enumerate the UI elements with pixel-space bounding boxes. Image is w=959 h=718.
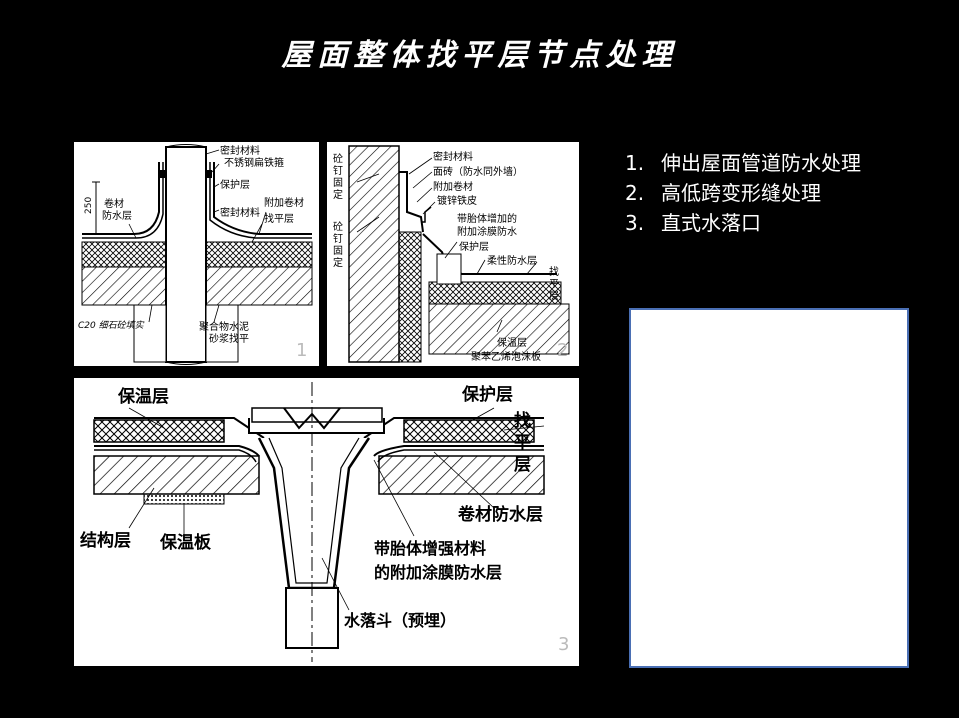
label-level: 找平层 — [264, 212, 294, 225]
label-eps: 聚苯乙烯泡沫板 — [471, 350, 541, 363]
label-lv-2: 平 — [514, 433, 531, 453]
list-item: 1.伸出屋面管道防水处理 — [625, 151, 861, 175]
label-fiber-1: 带胎体增加的 — [457, 212, 517, 225]
label-sealant: 密封材料 — [433, 150, 473, 163]
label-nail-1c: 固 — [333, 177, 343, 189]
label-protect: 保护层 — [459, 240, 489, 253]
panel-number-2: 2 — [557, 340, 568, 361]
label-nail-2b: 钉 — [333, 233, 343, 245]
label-lv-3: 层 — [514, 455, 531, 475]
label-lv-1: 找 — [514, 410, 531, 431]
page-title: 屋面整体找平层节点处理 — [281, 38, 678, 73]
label-dimension: 250 — [84, 197, 94, 214]
label-insul: 保温层 — [497, 336, 527, 349]
label-mortar-1: 聚合物水泥 — [199, 320, 249, 333]
label-sealant-2: 密封材料 — [220, 206, 260, 219]
label-mortar-2: 砂浆找平 — [209, 332, 249, 345]
panel-number-3: 3 — [558, 634, 569, 655]
label-nail-2a: 砼 — [333, 220, 343, 233]
label-hoop: 不锈钢扁铁箍 — [224, 156, 284, 169]
blank-placeholder-box — [629, 308, 909, 668]
label-insul-board: 保温板 — [159, 532, 212, 553]
label-extra-roll: 附加卷材 — [433, 180, 473, 193]
label-roll-1: 卷材 — [104, 197, 124, 210]
label-roll-2: 防水层 — [102, 209, 132, 222]
label-roll: 卷材防水层 — [457, 504, 543, 525]
label-fiber-1: 带胎体增强材料 — [374, 539, 486, 558]
label-protect: 保护层 — [220, 178, 250, 191]
label-insul: 保温层 — [117, 386, 169, 407]
label-nail-1a: 砼 — [333, 152, 343, 165]
label-zinc: 镀锌铁皮 — [437, 194, 477, 207]
label-nail-1d: 定 — [333, 188, 343, 201]
label-lv-2: 平 — [549, 279, 559, 290]
diagram-straight-drain: 保温层 保护层 找 平 层 结构层 保温板 卷材防水层 带胎体增强材料 的附加涂… — [74, 378, 579, 666]
label-extra-roll: 附加卷材 — [264, 196, 304, 209]
label-drain: 水落斗（预埋） — [344, 611, 456, 630]
label-lv-1: 找 — [549, 265, 559, 278]
panel-number-1: 1 — [296, 340, 307, 361]
label-protect: 保护层 — [461, 384, 513, 405]
label-lv-3: 层 — [549, 290, 559, 302]
label-sealant: 密封材料 — [220, 144, 260, 157]
label-nail-1b: 钉 — [333, 165, 343, 177]
list-item: 3.直式水落口 — [625, 211, 761, 235]
diagram-expansion-joint: 砼 钉 固 定 砼 钉 固 定 密封材料 面砖（防水同外墙） 附加卷材 镀锌铁皮… — [327, 142, 579, 366]
label-fiber-2: 的附加涂膜防水层 — [374, 563, 502, 582]
list-item: 2.高低跨变形缝处理 — [625, 181, 821, 205]
label-nail-2c: 固 — [333, 245, 343, 257]
label-structure: 结构层 — [80, 530, 131, 551]
label-brick: 面砖（防水同外墙） — [433, 165, 523, 178]
label-fiber-2: 附加涂膜防水 — [457, 225, 517, 238]
topic-list: 1.伸出屋面管道防水处理 2.高低跨变形缝处理 3.直式水落口 — [625, 148, 861, 238]
label-flex: 柔性防水层 — [487, 254, 537, 267]
label-concrete: C20 细石砼填实 — [78, 320, 145, 331]
label-nail-2d: 定 — [333, 256, 343, 269]
diagram-pipe-penetration: 密封材料 不锈钢扁铁箍 保护层 密封材料 附加卷材 找平层 250 卷材 防水层… — [74, 142, 319, 366]
